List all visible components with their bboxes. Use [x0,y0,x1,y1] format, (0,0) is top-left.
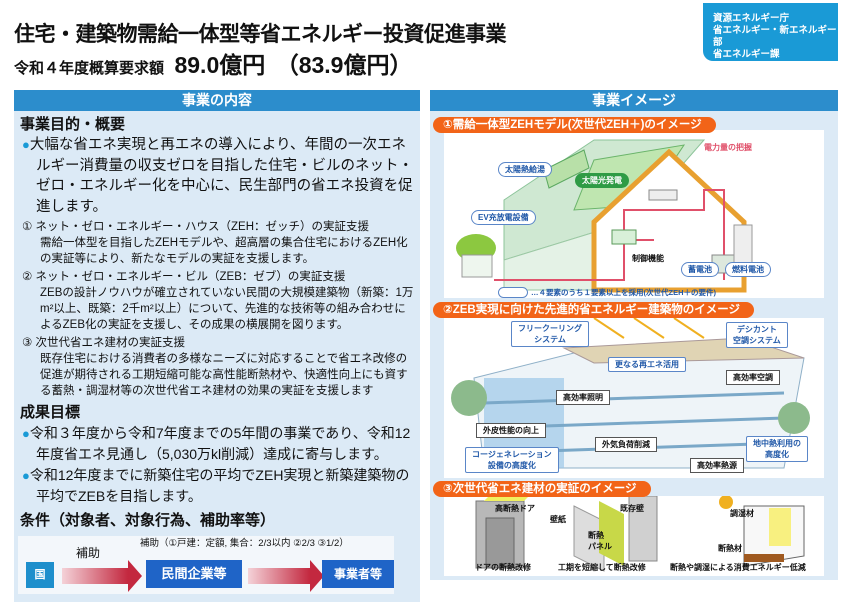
bullet-icon: ● [22,137,30,152]
page-title: 住宅・建築物需給一体型等省エネルギー投資促進事業 [14,23,507,46]
label-humidity: 調湿材 [730,509,754,518]
label-renewable: 更なる再エネ活用 [608,357,686,372]
section1-title: ①需給一体型ZEHモデル(次世代ZEH＋)のイメージ [433,117,716,133]
budget-label: 令和４年度概算要求額 [14,60,165,77]
goal-text: 令和12年度までに新築住宅の平均でZEH実現と新築建築物の平均でZEBを目指しま… [29,467,410,504]
bullet-icon: ● [22,468,30,483]
label-solar-heat: 太陽熱給湯 [498,162,552,177]
agency-line: 省エネルギー課 [713,49,780,60]
condition-heading: 条件（対象者、対象行為、補助率等） [20,512,276,529]
label-envelope: 外皮性能の向上 [476,423,546,438]
legend-text: …４要素のうち１要素以上を採用(次世代ZEH＋の要件) [531,288,716,297]
flow-country: 国 [26,562,54,588]
item-body: ZEBの設計ノウハウが確立されていない民間の大規模建築物（新築：1万m²以上、既… [40,287,414,331]
business-content-panel: 事業の内容 事業目的・概要 ●大幅な省エネ実現と再エネの導入により、年間の一次エ… [14,90,420,602]
label-geothermal: 地中熱利用の 高度化 [746,436,808,462]
label-ev: EV充放電設備 [471,210,536,225]
arrow-right-icon [62,560,142,592]
flow-arrow1-label: 補助 [76,546,101,560]
section3-title: ③次世代省エネ建材の実証のイメージ [433,481,651,497]
item-title: ③ 次世代省エネ建材の実証支援 [22,337,186,349]
label-door: 高断熱ドア [495,504,535,513]
panel-header: 事業の内容 [14,90,420,111]
goal-heading: 成果目標 [20,404,81,421]
flow-arrow2-label: 補助（①戸建：定額, 集合：2/3以内 ②2/3 ③1/2） [140,538,349,549]
label-fuel-cell: 燃料電池 [725,262,771,277]
item-title: ① ネット・ゼロ・エネルギー・ハウス（ZEH：ゼッチ）の実証支援 [22,221,370,233]
goal-item: ●令和３年度から令和7年度までの5年間の事業であり、令和12年度省エネ見通し（5… [22,423,414,465]
item-materials: ③ 次世代省エネ建材の実証支援既存住宅における消費者の多様なニーズに対応すること… [22,335,414,399]
caption-room: 断熱や調湿による消費エネルギー低減 [670,563,806,572]
agency-box: 資源エネルギー庁 省エネルギー・新エネルギー部 省エネルギー課 [703,3,838,61]
budget-amount: 89.0億円 [174,52,266,78]
item-title: ② ネット・ゼロ・エネルギー・ビル（ZEB：ゼブ）の実証支援 [22,271,346,283]
label-hvac: 高効率空調 [726,370,780,385]
purpose-text: ●大幅な省エネ実現と再エネの導入により、年間の一次エネルギー消費量の収支ゼロを目… [22,135,414,217]
goal-text: 令和３年度から令和7年度までの5年間の事業であり、令和12年度省エネ見通し（5,… [29,425,411,462]
label-battery: 蓄電池 [681,262,719,277]
caption-panel: 工期を短縮して断熱改修 [558,563,646,572]
label-free-cooling: フリークーリング システム [511,321,589,347]
agency-line: 資源エネルギー庁 [713,13,790,24]
goal-item: ●令和12年度までに新築住宅の平均でZEH実現と新築建築物の平均でZEBを目指し… [22,465,414,507]
house-drawing [456,139,753,293]
label-cogeneration: コージェネレーション 設備の高度化 [465,447,559,473]
flow-private-companies: 民間企業等 [146,560,242,588]
label-insulation: 断熱材 [718,544,742,553]
label-existing-wall: 既存壁 [620,504,644,513]
label-lighting: 高効率照明 [556,390,610,405]
purpose-heading: 事業目的・概要 [20,116,126,133]
materials-illustration [444,495,824,576]
agency-line: 省エネルギー・新エネルギー部 [713,25,837,48]
caption-door: ドアの断熱改修 [475,563,531,572]
label-power: 電力量の把握 [704,143,752,152]
budget-line: 令和４年度概算要求額 89.0億円 （83.9億円） [14,46,412,80]
panel-header: 事業イメージ [430,90,838,111]
item-body: 需給一体型を目指したZEHモデルや、超高層の集合住宅におけるZEH化の実証等によ… [40,237,408,265]
section2-title: ②ZEB実現に向けた先進的省エネルギー建築物のイメージ [433,302,755,318]
arrow-right-icon [248,560,324,592]
flow-operators: 事業者等 [322,560,394,588]
materials-drawing [475,495,805,572]
bullet-icon: ● [22,426,30,441]
label-outside-air: 外気負荷削減 [595,437,657,452]
label-panel: 断熱 パネル [588,531,612,551]
subsidy-flow: 国 補助 民間企業等 補助（①戸建：定額, 集合：2/3以内 ②2/3 ③1/2… [18,536,394,594]
label-pv: 太陽光発電 [575,173,629,188]
item-zeb: ② ネット・ゼロ・エネルギー・ビル（ZEB：ゼブ）の実証支援 ZEBの設計ノウハウ… [22,269,414,333]
item-body: 既存住宅における消費者の多様なニーズに対応することで省エネ改修の促進が期待される… [40,353,408,397]
purpose-body: 大幅な省エネ実現と再エネの導入により、年間の一次エネルギー消費量の収支ゼロを目指… [29,137,413,215]
zeh-legend: …４要素のうち１要素以上を採用(次世代ZEH＋の要件) [498,287,716,298]
legend-swatch [498,287,528,298]
label-desiccant: デシカント 空調システム [726,322,788,348]
label-heat-source: 高効率熱源 [690,458,744,473]
label-control: 制御機能 [632,254,664,263]
item-zeh: ① ネット・ゼロ・エネルギー・ハウス（ZEH：ゼッチ）の実証支援需給一体型を目指… [22,219,414,267]
zeh-house-illustration [444,130,824,298]
budget-previous: （83.9億円） [275,52,413,78]
label-wallpaper: 壁紙 [550,515,566,524]
